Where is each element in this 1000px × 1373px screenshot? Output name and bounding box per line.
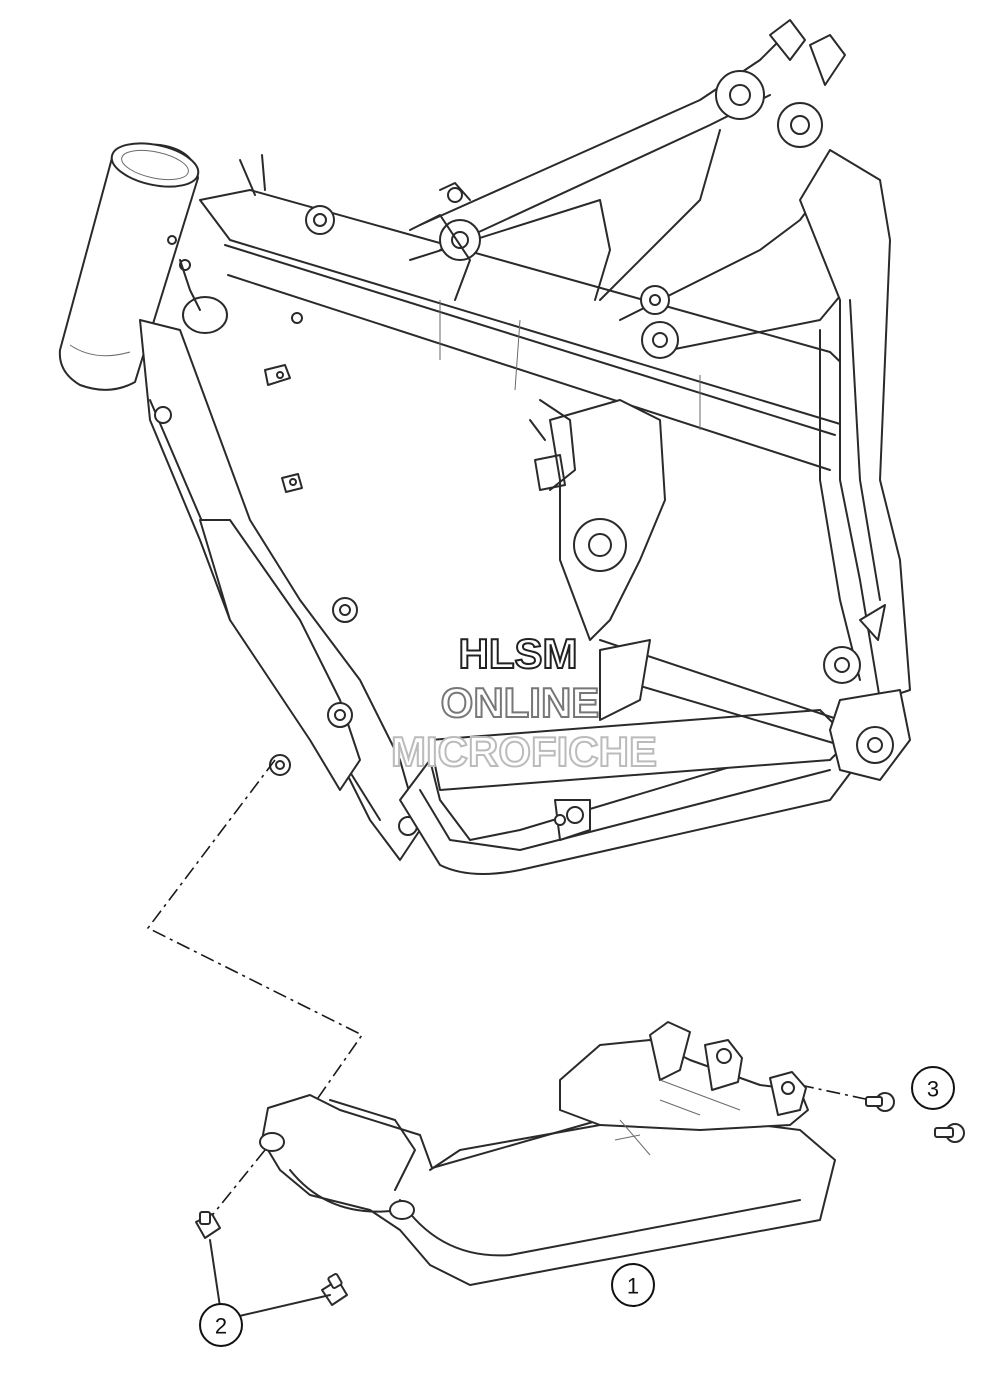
motorcycle-frame: [58, 19, 911, 875]
front-down-tubes: [139, 235, 468, 861]
callout-3: 3: [911, 1066, 955, 1110]
watermark-line-2: ONLINE: [441, 679, 600, 726]
callout-3-label: 3: [927, 1077, 939, 1102]
callout-2-label: 2: [215, 1314, 227, 1339]
watermark: HLSM ONLINE MICROFICHE: [390, 629, 658, 776]
rear-subframe: [239, 19, 871, 351]
assembly-leader-line: [146, 759, 364, 1139]
skid-plate: [259, 1021, 836, 1286]
bolt-part-3-upper: [865, 1092, 895, 1112]
bolt-part-3-lower: [934, 1123, 965, 1143]
bolt-part-2-lower: [321, 1273, 348, 1306]
bolt-part-2-upper: [195, 1211, 221, 1239]
bolt-3-leader-line: [799, 1084, 871, 1101]
bottom-cradle: [399, 639, 911, 875]
bolt-leader-line: [209, 1149, 266, 1219]
callout-2: 2: [199, 1303, 243, 1347]
callout-1: 1: [611, 1263, 655, 1307]
swingarm-pivot: [529, 285, 679, 641]
rear-down-tube: [799, 149, 911, 701]
callout-1-label: 1: [627, 1274, 639, 1299]
watermark-line-3: MICROFICHE: [391, 728, 657, 775]
frame-brackets: [264, 312, 566, 493]
steering-head-tube: [58, 142, 200, 391]
watermark-line-1: HLSM: [459, 630, 578, 677]
main-spar: [199, 189, 881, 471]
